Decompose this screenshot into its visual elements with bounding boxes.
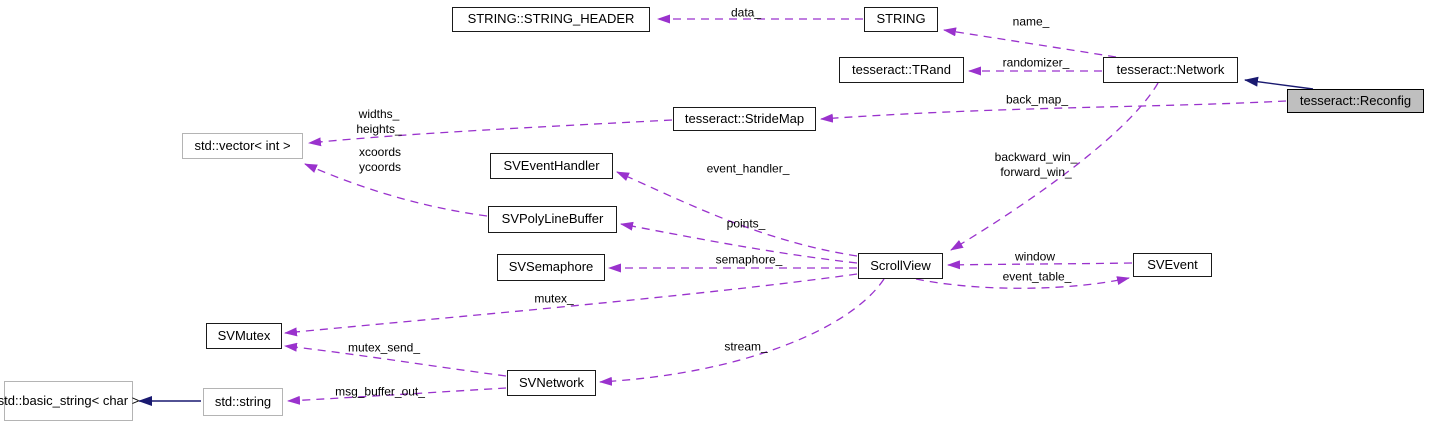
node-label: tesseract::Reconfig	[1299, 92, 1412, 108]
edge-backward-forward-win	[950, 82, 1159, 251]
node-string-string-header[interactable]: STRING::STRING_HEADER	[452, 7, 650, 32]
node-tesseract-trand[interactable]: tesseract::TRand	[839, 57, 964, 83]
node-std-string: std::string	[203, 388, 283, 416]
edge-mutex-send	[284, 342, 507, 377]
node-label: tesseract::TRand	[852, 61, 951, 77]
edge-label-backward-forward-win: backward_win_ forward_win_	[994, 150, 1078, 179]
edge-label-event-handler: event_handler_	[706, 161, 790, 176]
edge-label-semaphore: semaphore_	[715, 252, 783, 267]
edge-name	[943, 27, 1117, 58]
node-label: tesseract::Network	[1116, 61, 1225, 77]
edge-label-msg-buffer-out: msg_buffer_out_	[335, 384, 425, 399]
node-label: ScrollView	[870, 257, 931, 273]
edge-label-window: window	[1014, 249, 1056, 264]
edge-label-data: data_	[730, 5, 762, 20]
edge-window	[947, 260, 1133, 270]
node-tesseract-stridemap[interactable]: tesseract::StrideMap	[673, 107, 816, 131]
edge-label-back-map: back_map_	[1005, 92, 1069, 107]
node-svnetwork[interactable]: SVNetwork	[507, 370, 596, 396]
node-std-vector-int: std::vector< int >	[182, 133, 303, 159]
edge-label-name: name_	[1012, 14, 1050, 29]
edge-label-mutex-send: mutex_send_	[347, 340, 421, 355]
node-std-basic-string-char: std::basic_string< char >	[0, 381, 139, 421]
edge-event-handler	[616, 171, 858, 257]
edge-xcoords-ycoords	[304, 163, 488, 217]
node-label: tesseract::StrideMap	[684, 110, 805, 126]
edge-points	[620, 221, 858, 264]
node-svevent[interactable]: SVEvent	[1133, 253, 1212, 277]
node-tesseract-reconfig: tesseract::Reconfig	[1287, 89, 1424, 113]
edge-back-map	[820, 100, 1287, 123]
node-label: SVEventHandler	[503, 157, 600, 173]
edge-label-widths-heights: widths_ heights_	[356, 107, 402, 136]
edge-mutex	[284, 273, 858, 337]
node-tesseract-network[interactable]: tesseract::Network	[1103, 57, 1238, 83]
edge-label-randomizer: randomizer_	[1002, 55, 1070, 70]
node-scrollview[interactable]: ScrollView	[858, 253, 943, 279]
edge-label-xcoords-ycoords: xcoords ycoords	[358, 145, 402, 174]
node-label: SVSemaphore	[508, 259, 594, 275]
node-svpolylinebuffer[interactable]: SVPolyLineBuffer	[488, 206, 617, 233]
edge-stream	[599, 278, 885, 386]
node-svmutex[interactable]: SVMutex	[206, 323, 282, 349]
node-label: std::string	[214, 393, 272, 409]
node-label: SVEvent	[1147, 256, 1198, 272]
node-string[interactable]: STRING	[864, 7, 938, 32]
edge-inherit-reconfig-network	[1244, 76, 1314, 90]
edge-label-event-table: event_table_	[1002, 269, 1072, 284]
node-svsemaphore[interactable]: SVSemaphore	[497, 254, 605, 281]
node-label: std::basic_string< char >	[0, 392, 140, 408]
node-label: SVMutex	[217, 327, 271, 343]
node-label: std::vector< int >	[194, 137, 291, 153]
node-sveventhandler[interactable]: SVEventHandler	[490, 153, 613, 179]
node-label: SVPolyLineBuffer	[501, 211, 604, 227]
node-label: STRING	[876, 11, 926, 27]
edge-label-points: points_	[726, 216, 766, 231]
node-label: STRING::STRING_HEADER	[467, 11, 635, 27]
edge-label-stream: stream_	[724, 339, 768, 354]
edge-label-mutex: mutex_	[534, 291, 574, 306]
node-label: SVNetwork	[518, 374, 585, 390]
